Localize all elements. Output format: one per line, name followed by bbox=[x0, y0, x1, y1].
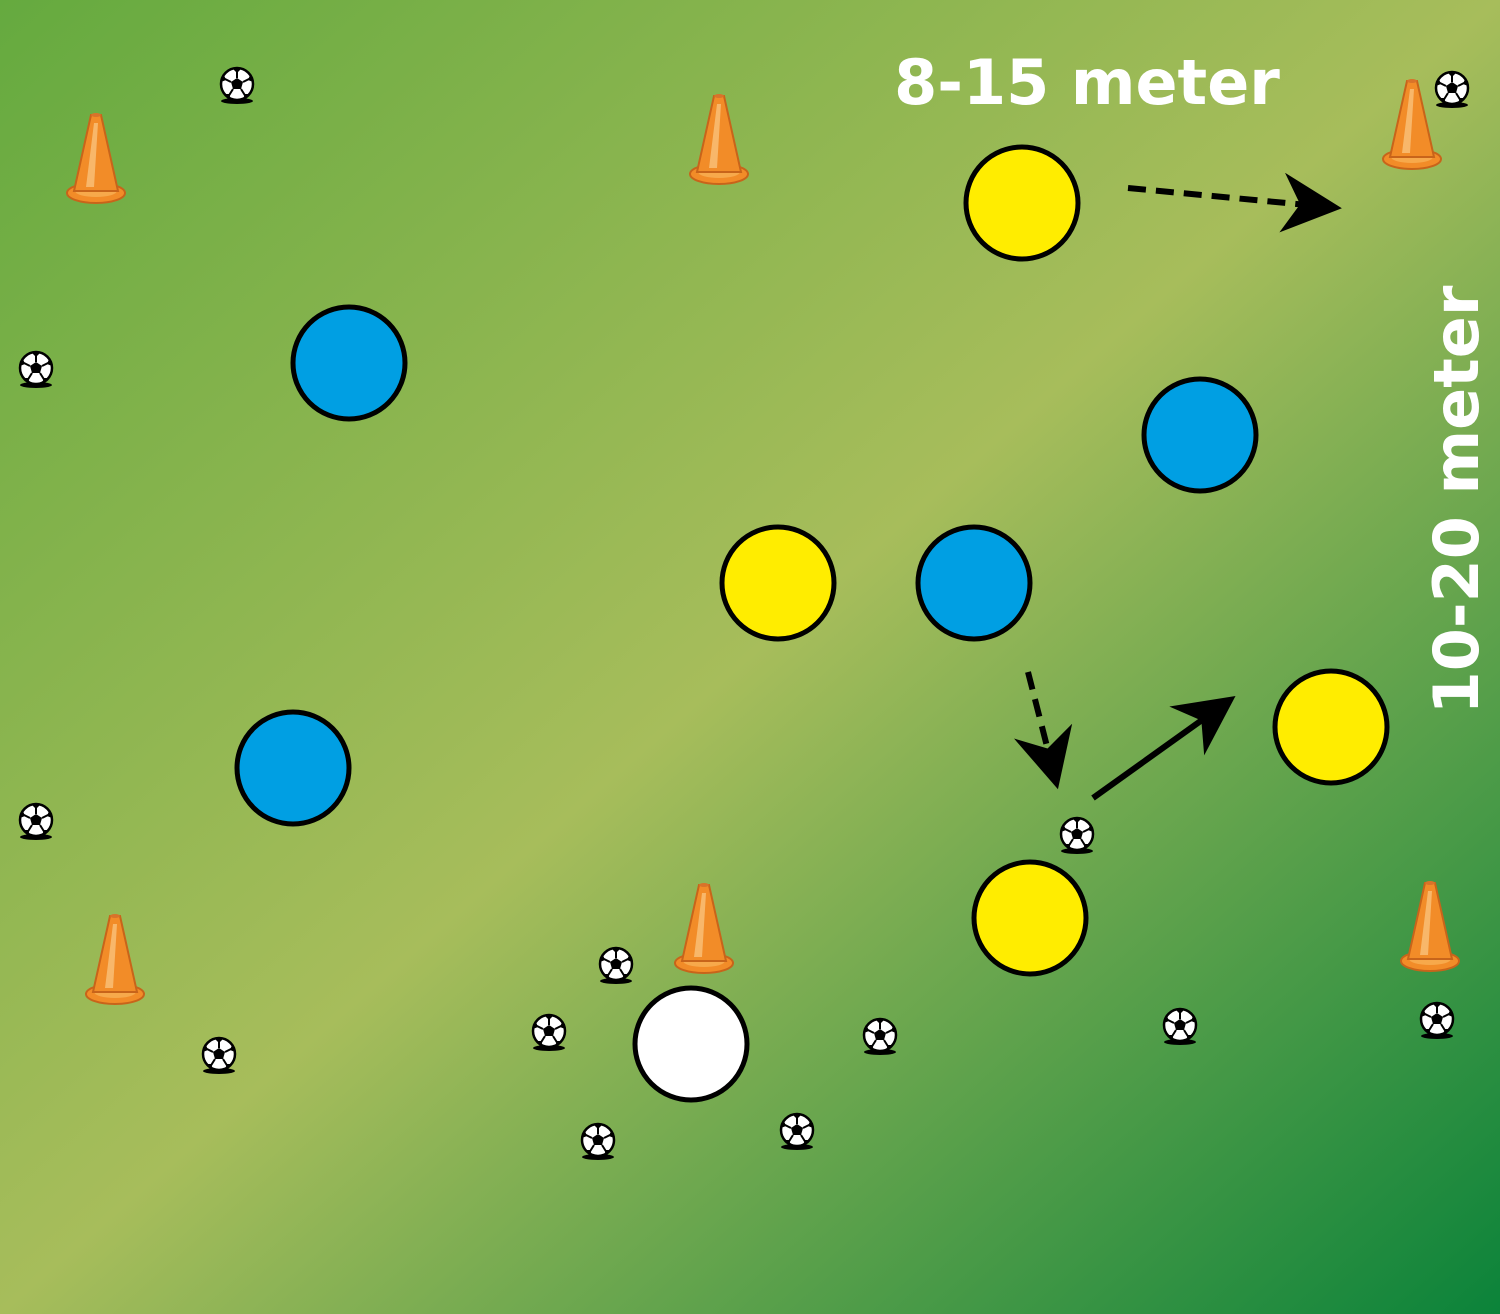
yellow-player-right bbox=[1272, 668, 1390, 786]
yellow-player-lower bbox=[971, 859, 1089, 977]
run-arrow-top bbox=[1127, 172, 1342, 233]
yellow-player-top bbox=[963, 144, 1081, 262]
blue-player-center bbox=[915, 524, 1033, 642]
blue-player-upper-right bbox=[1141, 376, 1259, 494]
yellow-player-center bbox=[719, 524, 837, 642]
length-dimension-label: 10-20 meter bbox=[1420, 285, 1493, 714]
blue-player-upper-left bbox=[290, 304, 408, 422]
run-arrow-middle bbox=[1014, 671, 1073, 790]
width-dimension-label: 8-15 meter bbox=[894, 46, 1280, 119]
white-neutral-player bbox=[632, 985, 750, 1103]
blue-player-lower-left bbox=[234, 709, 352, 827]
pass-arrow bbox=[1091, 696, 1236, 801]
